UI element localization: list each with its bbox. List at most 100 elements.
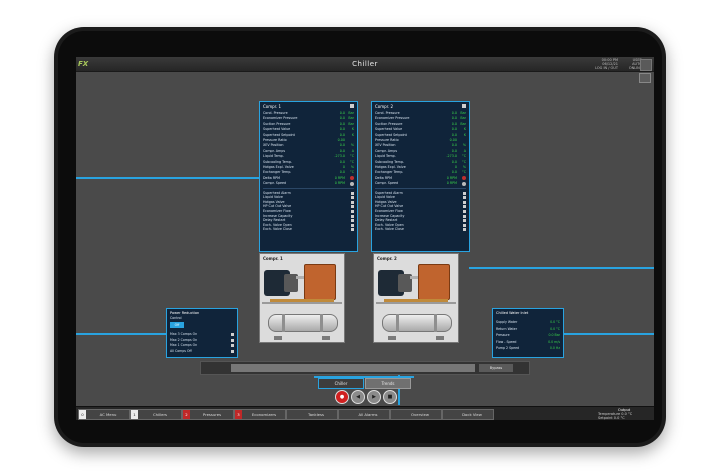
flag-checkbox[interactable]	[463, 196, 466, 200]
readout-value: 0.0 °C	[550, 320, 560, 324]
readout-label: Pressure	[496, 333, 510, 337]
flag-checkbox[interactable]	[463, 219, 466, 223]
flag-row[interactable]: HP Cut Out Valve	[263, 204, 354, 209]
nav-button[interactable]: Overview	[390, 409, 442, 420]
readout-unit: Bar	[348, 111, 354, 115]
nav-number: 3	[235, 410, 242, 419]
flag-row[interactable]: Superheat Alarm	[375, 191, 466, 196]
status-indicator-icon	[350, 181, 354, 186]
flag-row[interactable]: Delay Restart	[375, 218, 466, 223]
back-button[interactable]: ◀	[351, 390, 365, 404]
tab-trends[interactable]: Trends	[365, 378, 411, 389]
readout-value: 0 RPM	[446, 181, 457, 186]
flag-row[interactable]: Hotgas Valve	[263, 200, 354, 205]
panel-title: Compr. 1	[263, 104, 282, 109]
flag-row[interactable]: Hotgas Valve	[375, 200, 466, 205]
tab-chiller[interactable]: Chiller	[318, 378, 364, 389]
side-toggle-button[interactable]	[639, 73, 651, 83]
flag-checkbox[interactable]	[463, 210, 466, 213]
power-step-row[interactable]: Max 1 Comps On	[170, 343, 234, 348]
flag-row[interactable]: Economizer Flow	[375, 209, 466, 214]
flag-row[interactable]: Delay Restart	[263, 218, 354, 223]
flag-checkbox[interactable]	[351, 200, 354, 204]
flag-checkbox[interactable]	[351, 210, 354, 213]
readout-label: Hotgas Expl. Valve	[263, 165, 294, 169]
menu-icon[interactable]	[640, 59, 652, 71]
status-indicator-icon	[350, 176, 354, 181]
flag-checkbox[interactable]	[351, 214, 354, 218]
settings-icon[interactable]	[350, 104, 354, 108]
divider	[375, 187, 466, 189]
flag-label: Exch. Valve Open	[375, 222, 404, 227]
flag-label: Economizer Flow	[263, 209, 291, 213]
flag-row[interactable]: Liquid Valve	[375, 195, 466, 200]
readout-value: 0.0	[451, 127, 457, 132]
status-bar: Bypass	[200, 361, 530, 375]
flag-label: Hotgas Valve	[375, 199, 397, 204]
forward-button[interactable]: ▶	[367, 390, 381, 404]
flag-checkbox[interactable]	[463, 228, 466, 232]
settings-icon[interactable]	[462, 104, 466, 108]
flag-checkbox[interactable]	[351, 205, 354, 209]
flag-checkbox[interactable]	[463, 205, 466, 209]
step-checkbox[interactable]	[231, 344, 234, 347]
compressor-2-illustration[interactable]: Compr. 2	[373, 253, 459, 343]
flag-checkbox[interactable]	[351, 223, 354, 227]
nav-button[interactable]: Tankless	[286, 409, 338, 420]
flag-checkbox[interactable]	[351, 228, 354, 232]
flag-row[interactable]: Superheat Alarm	[263, 191, 354, 196]
flag-row[interactable]: HP Cut Out Valve	[375, 204, 466, 209]
nav-label: Dock View	[462, 412, 482, 417]
flag-row[interactable]: Exch. Valve Close	[263, 227, 354, 232]
step-checkbox[interactable]	[231, 333, 234, 336]
flag-label: HP Cut Out Valve	[263, 204, 292, 209]
readout-row: Liquid Temp.-273.0°C	[375, 154, 466, 159]
compressor-1-illustration[interactable]: Compr. 1	[259, 253, 345, 343]
flag-row[interactable]: Exch. Valve Open	[263, 223, 354, 228]
flag-checkbox[interactable]	[351, 219, 354, 223]
flag-checkbox[interactable]	[463, 223, 466, 227]
power-step-row[interactable]: Max 3 Comps On	[170, 332, 234, 337]
flag-checkbox[interactable]	[351, 196, 354, 200]
flag-row[interactable]: Increase Capacity	[263, 214, 354, 219]
flag-row[interactable]: Exch. Valve Open	[375, 223, 466, 228]
record-button[interactable]: ●	[335, 390, 349, 404]
control-toggle[interactable]: Off	[170, 322, 184, 328]
readout-label: Superheat Value	[263, 127, 291, 132]
flag-row[interactable]: Economizer Flow	[263, 209, 354, 214]
power-step-row[interactable]: Max 2 Comps On	[170, 338, 234, 343]
step-checkbox[interactable]	[231, 349, 234, 353]
readout-unit: %	[350, 143, 354, 148]
flag-row[interactable]: Liquid Valve	[263, 195, 354, 200]
status-indicator-icon	[462, 176, 466, 181]
bypass-button[interactable]: Bypass	[479, 364, 513, 372]
flag-label: Increase Capacity	[263, 213, 293, 218]
readout-value: 0.0 Bar	[548, 333, 560, 337]
flag-checkbox[interactable]	[463, 200, 466, 204]
readout-unit: Bar	[460, 116, 466, 121]
step-checkbox[interactable]	[231, 338, 234, 342]
flag-checkbox[interactable]	[351, 191, 354, 195]
power-step-row[interactable]: All Comps Off	[170, 349, 234, 354]
condenser-tank-icon	[304, 264, 336, 300]
readout-value: 0.0	[339, 121, 345, 126]
flag-checkbox[interactable]	[463, 191, 466, 195]
nav-label: All Alarms	[358, 412, 378, 417]
readout-value: 0.0 Hz	[549, 346, 560, 350]
flag-checkbox[interactable]	[463, 214, 466, 218]
flag-label: Increase Capacity	[375, 213, 405, 218]
flag-row[interactable]: Exch. Valve Close	[375, 227, 466, 232]
flag-row[interactable]: Increase Capacity	[375, 214, 466, 219]
stop-button[interactable]: ■	[383, 390, 397, 404]
nav-button[interactable]: All Alarms	[338, 409, 390, 420]
readout-unit: °C	[462, 154, 466, 159]
motor-icon	[284, 274, 298, 292]
nav-button[interactable]: Dock View	[442, 409, 494, 420]
